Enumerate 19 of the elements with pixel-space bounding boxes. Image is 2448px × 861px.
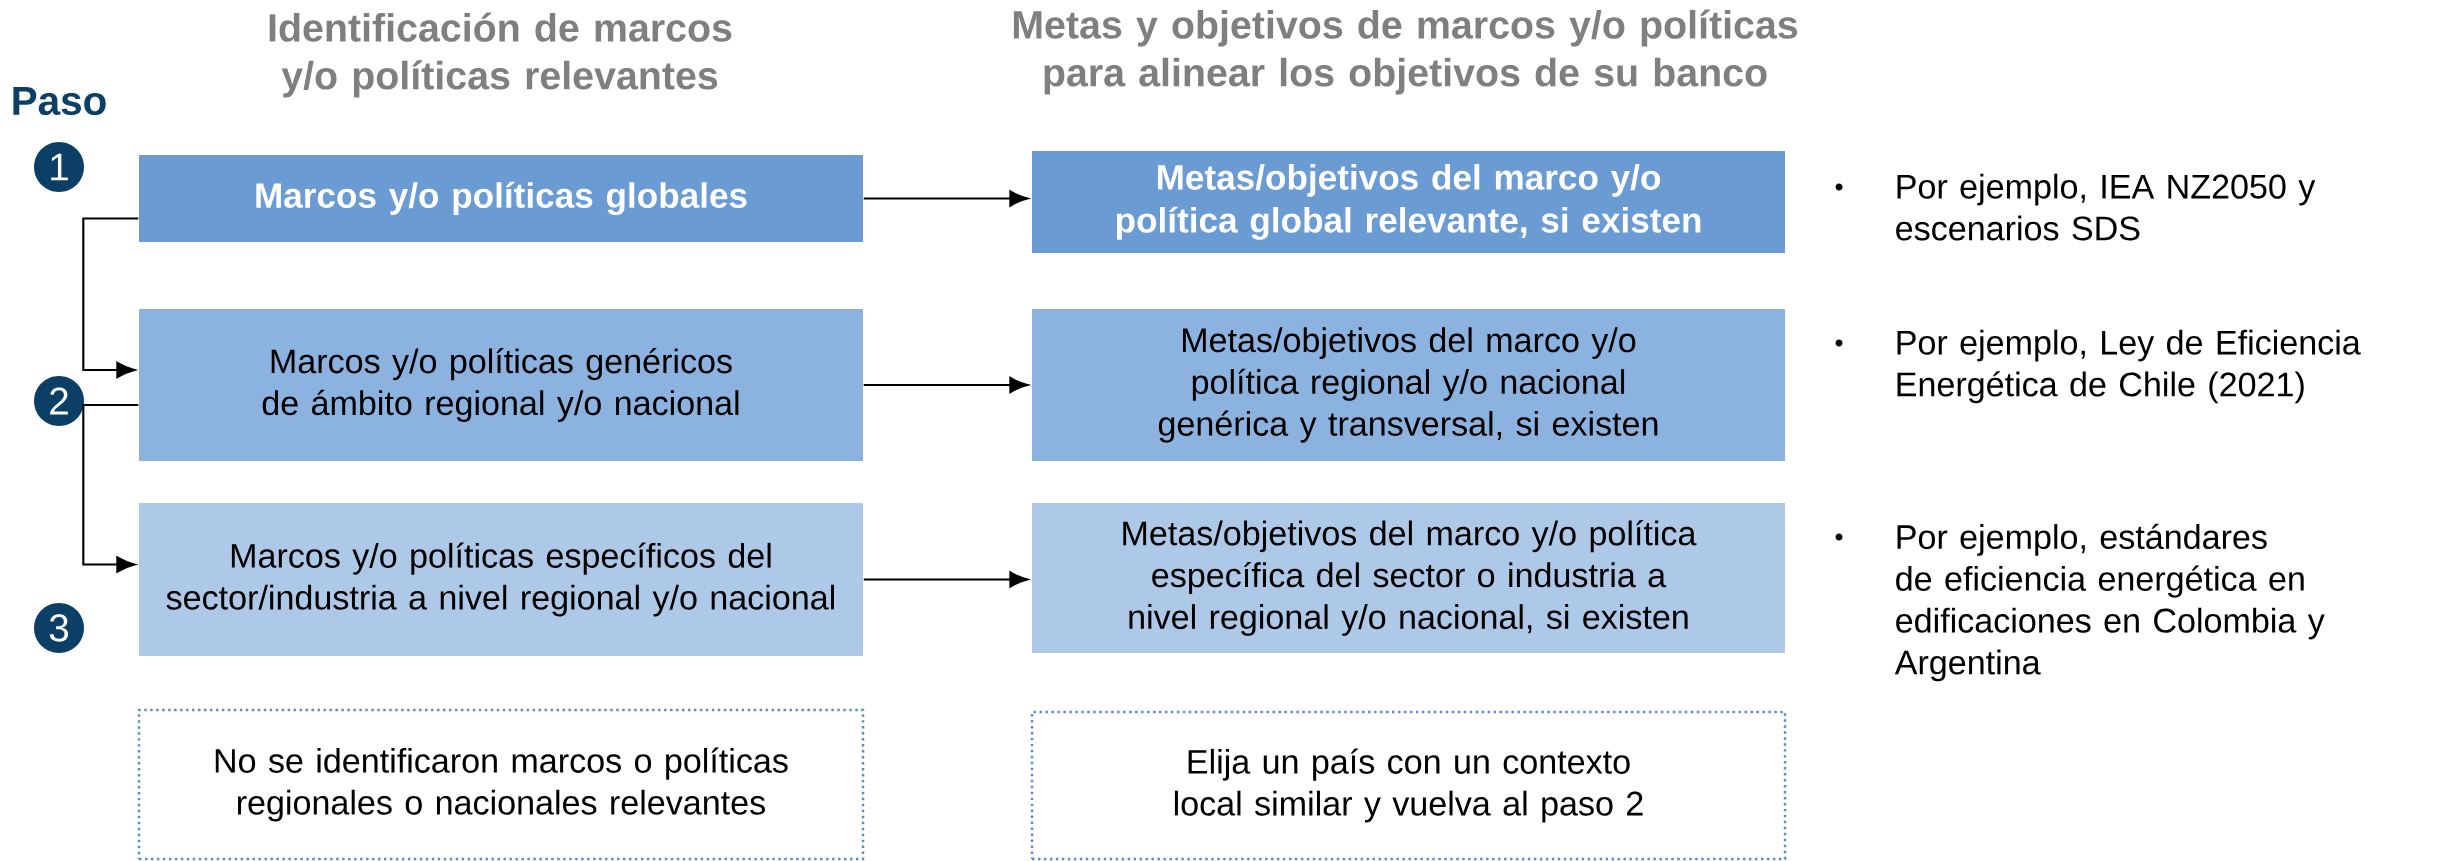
process-box: Metas/objetivos del marco y/o política global relevante, si existen: [1032, 151, 1786, 253]
arrow: [863, 376, 1029, 394]
elbow-arrow: [82, 217, 139, 379]
column-heading: Metas y objetivos de marcos y/o políticas para alinear los objetivos de su banco: [1013, 9, 1798, 95]
elbow-arrow: [82, 403, 139, 573]
process-box: Marcos y/o políticas genéricos de ámbito regional y/o nacional: [139, 309, 863, 461]
note-box: Elija un país con un contexto local similar y vuelva al paso 2: [1030, 710, 1787, 861]
example-note: Por ejemplo, IEA NZ2050 y escenarios SDS: [1896, 173, 2316, 241]
process-box: Marcos y/o políticas globales: [139, 154, 863, 242]
column-heading: Identificación de marcos y/o políticas relevantes: [269, 12, 732, 98]
arrow: [863, 190, 1029, 207]
example-note: Por ejemplo, estándares de eficiencia energética en edificaciones en Colombia y Argentina: [1894, 523, 2325, 682]
process-box: Metas/objetivos del marco y/o política específica del sector o industria a nivel regional y/o nacional, si existen: [1032, 503, 1786, 653]
example-note: Por ejemplo, Ley de Eficiencia Energética de Chile (2021): [1897, 329, 2361, 404]
arrow: [863, 571, 1029, 588]
process-box: Marcos y/o políticas específicos del sector/industria a nivel regional y/o nacional: [139, 503, 863, 656]
process-box: Metas/objetivos del marco y/o política regional y/o nacional genérica y transversal, si existen: [1032, 309, 1786, 461]
note-box: No se identificaron marcos o políticas regionales o nacionales relevantes: [137, 708, 865, 861]
step-heading: Paso: [13, 86, 106, 116]
